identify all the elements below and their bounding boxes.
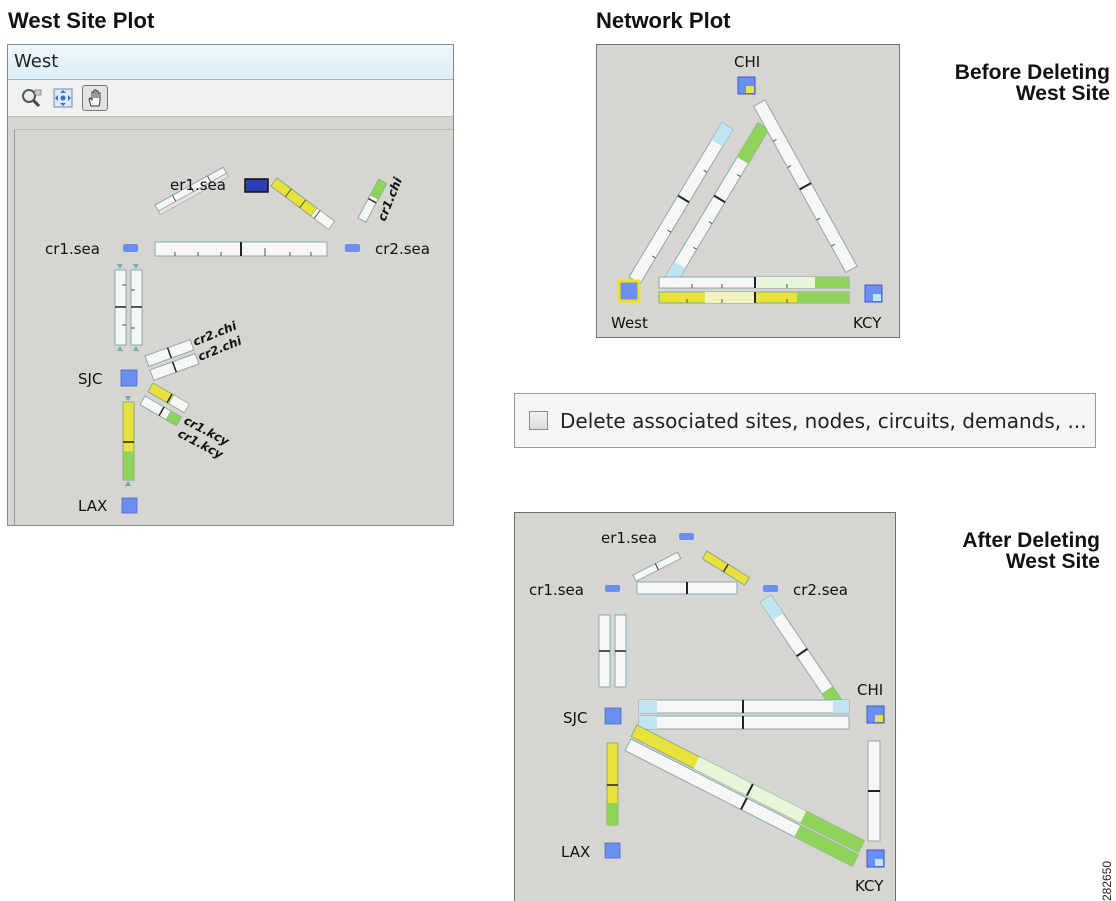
node-cr1-sea[interactable] <box>123 244 138 252</box>
link-cr1-cr2[interactable] <box>154 241 328 257</box>
link-sjc-cr2chi-b[interactable] <box>149 352 200 381</box>
node-kcy-badge <box>873 294 881 301</box>
link-west-kcy-b[interactable] <box>658 291 850 304</box>
label-cr1-sea: cr1.sea <box>45 240 100 258</box>
after-label-chi: CHI <box>857 681 883 699</box>
after-label-kcy: KCY <box>855 877 884 895</box>
after-label-cr1-sea: cr1.sea <box>529 581 584 599</box>
before-caption-line-2: West Site <box>1015 82 1110 105</box>
link-chi-kcy[interactable] <box>752 99 858 274</box>
link-west-kcy-a[interactable] <box>658 276 850 289</box>
after-node-cr2-sea[interactable] <box>763 585 778 592</box>
figure-id: 282650 <box>1100 860 1114 901</box>
link-sjc-cr2chi-a[interactable] <box>144 338 195 367</box>
fit-to-view-icon[interactable] <box>50 85 76 111</box>
node-er1-sea[interactable] <box>244 178 269 193</box>
link-sjc-lax[interactable] <box>122 401 135 481</box>
after-label-cr2-sea: cr2.sea <box>793 581 848 599</box>
label-chi: CHI <box>734 53 760 71</box>
after-label-er1-sea: er1.sea <box>601 529 657 547</box>
before-caption-line-1: Before Deleting <box>954 61 1110 84</box>
link-er1-cr2[interactable] <box>270 177 336 231</box>
west-window-toolbar <box>8 80 453 117</box>
node-cr2-sea[interactable] <box>345 244 360 252</box>
west-site-window: West <box>7 44 454 526</box>
delete-associated-checkbox[interactable] <box>529 411 548 430</box>
after-caption-line-1: After Deleting <box>962 529 1100 552</box>
label-lax: LAX <box>78 497 107 515</box>
link-cr1-sjc-b[interactable] <box>130 269 143 346</box>
node-west[interactable] <box>617 279 641 303</box>
after-node-er1-sea[interactable] <box>679 533 694 540</box>
before-caption: Before Deleting West Site <box>955 62 1110 104</box>
west-site-plot-heading: West Site Plot <box>8 8 155 33</box>
node-lax[interactable] <box>121 497 138 514</box>
after-link-er1-cr2[interactable] <box>701 550 751 586</box>
after-label-sjc: SJC <box>563 709 587 727</box>
link-sjc-cr1kcy-b[interactable] <box>139 395 183 427</box>
network-plot-after: er1.sea cr1.sea cr2.sea CHI SJC LAX KCY <box>514 512 896 901</box>
label-sjc: SJC <box>78 370 102 388</box>
network-plot-heading: Network Plot <box>596 8 731 33</box>
after-node-cr1-sea[interactable] <box>605 585 620 592</box>
after-link-cr1-sjc-b[interactable] <box>614 614 627 688</box>
after-link-sjc-kcy-b[interactable] <box>624 738 859 868</box>
link-cr1-sjc-a[interactable] <box>114 269 127 346</box>
label-er1-sea: er1.sea <box>170 176 226 194</box>
network-plot-before: CHI West KCY <box>596 44 900 338</box>
node-chi-badge <box>746 86 754 93</box>
delete-associated-label[interactable]: Delete associated sites, nodes, circuits… <box>560 408 1087 433</box>
zoom-magnifier-icon[interactable] <box>18 85 44 111</box>
after-caption-line-2: West Site <box>1005 550 1100 573</box>
network-before-diagram: CHI West KCY <box>611 53 883 332</box>
after-link-sjc-kcy-a[interactable] <box>630 724 865 854</box>
after-label-lax: LAX <box>561 843 590 861</box>
after-node-lax[interactable] <box>604 842 621 859</box>
after-link-cr1-sjc-a[interactable] <box>598 614 611 688</box>
after-node-chi-badge <box>875 715 883 722</box>
label-kcy: KCY <box>853 314 882 332</box>
west-site-diagram: cr1.chi <box>45 166 430 515</box>
after-link-er1-cr1[interactable] <box>632 551 682 582</box>
west-site-canvas: cr1.chi <box>14 129 453 525</box>
link-er1-cr1[interactable] <box>154 166 229 216</box>
node-sjc[interactable] <box>120 369 138 387</box>
link-cr2-cr1chi[interactable] <box>357 178 388 223</box>
after-link-chi-kcy[interactable] <box>867 740 881 842</box>
after-link-cr1-cr2[interactable] <box>636 581 738 595</box>
network-after-diagram: er1.sea cr1.sea cr2.sea CHI SJC LAX KCY <box>529 529 885 895</box>
west-window-title: West <box>8 45 453 80</box>
label-west: West <box>611 314 648 332</box>
label-cr2-sea: cr2.sea <box>375 240 430 258</box>
link-sjc-cr1kcy-a[interactable] <box>147 382 191 414</box>
delete-associated-option[interactable]: Delete associated sites, nodes, circuits… <box>514 393 1096 448</box>
after-link-sjc-chi-a[interactable] <box>638 699 850 714</box>
after-link-sjc-chi-b[interactable] <box>638 715 850 730</box>
after-node-sjc[interactable] <box>604 707 622 725</box>
after-link-sjc-lax[interactable] <box>606 742 619 826</box>
after-node-kcy-badge <box>875 859 883 866</box>
after-caption: After Deleting West Site <box>962 530 1100 572</box>
pan-hand-icon[interactable] <box>82 85 108 111</box>
after-link-cr2-chi[interactable] <box>759 594 845 711</box>
